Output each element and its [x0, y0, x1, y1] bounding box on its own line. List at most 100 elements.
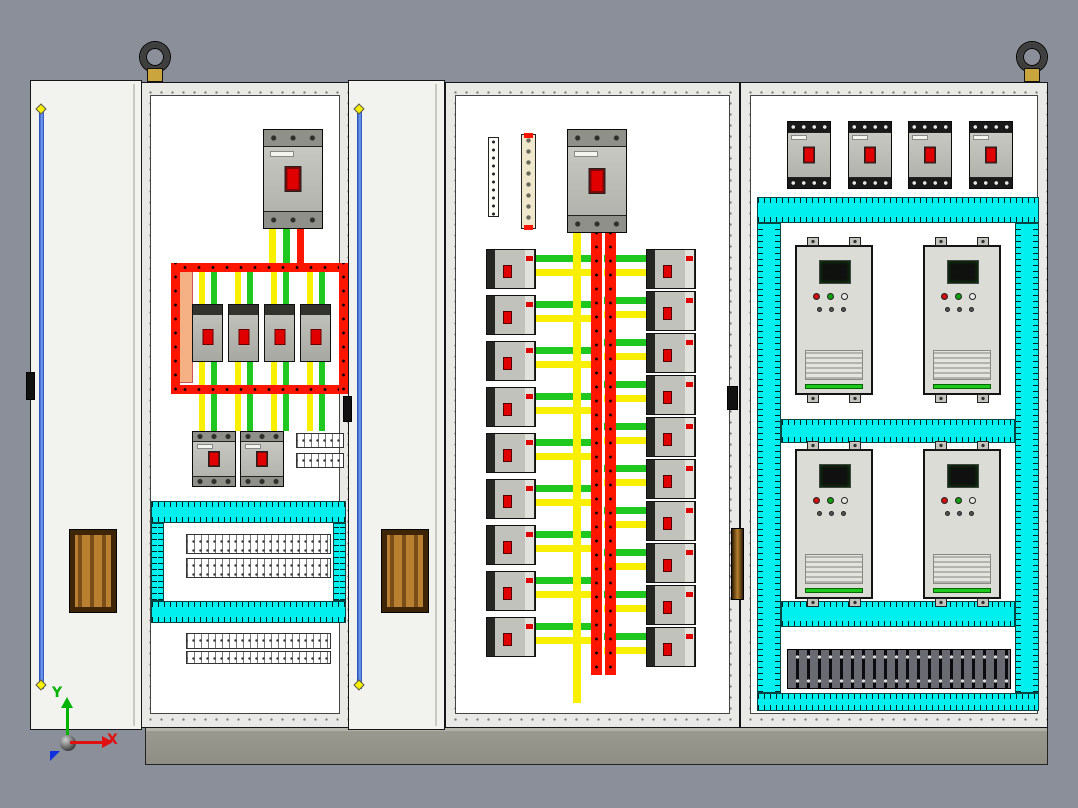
branch-breaker[interactable]: [486, 295, 536, 335]
door-handle[interactable]: [69, 529, 117, 613]
starter-button-green[interactable]: [955, 497, 962, 504]
branch-breaker[interactable]: [486, 571, 536, 611]
starter-led: [841, 307, 846, 312]
branch-breaker[interactable]: [486, 249, 536, 289]
wire-stub: [211, 394, 217, 431]
wire-stub: [319, 272, 325, 304]
cabinet-door-left[interactable]: [30, 80, 142, 730]
branch-breaker[interactable]: [486, 341, 536, 381]
distribution-breaker[interactable]: [969, 121, 1013, 189]
breaker-handle[interactable]: [589, 169, 605, 193]
starter-vents: [805, 554, 863, 584]
branch-breaker[interactable]: [646, 585, 696, 625]
starter-button-red[interactable]: [941, 497, 948, 504]
starter-display: [947, 260, 979, 284]
rod-end-cap: [353, 103, 365, 115]
soft-starter[interactable]: [795, 237, 873, 403]
cabinet-door-middle[interactable]: [348, 80, 445, 730]
branch-breaker[interactable]: [646, 249, 696, 289]
distribution-breaker[interactable]: [848, 121, 892, 189]
soft-starter[interactable]: [923, 441, 1001, 607]
x-axis-label: X: [107, 732, 118, 748]
main-breaker[interactable]: [567, 129, 627, 233]
distribution-breaker[interactable]: [787, 121, 831, 189]
starter-button-green[interactable]: [827, 293, 834, 300]
starter-led: [945, 307, 950, 312]
mini-terminal-strip: [296, 453, 344, 468]
cabinet-section-incoming[interactable]: [140, 82, 350, 728]
branch-bus-green: [536, 255, 602, 262]
starter-button-green[interactable]: [827, 497, 834, 504]
branch-breaker[interactable]: [646, 501, 696, 541]
wire-stub: [211, 362, 217, 385]
branch-breaker[interactable]: [646, 459, 696, 499]
branch-bus-yellow: [604, 395, 646, 402]
terminal-lugs: [970, 177, 1012, 188]
orientation-triad[interactable]: Y X: [40, 685, 135, 775]
cabinet-section-distribution[interactable]: [445, 82, 740, 728]
cabinet-section-starters[interactable]: [740, 82, 1048, 728]
branch-bus-yellow: [536, 591, 602, 598]
breaker-handle[interactable]: [986, 147, 996, 163]
outgoing-breaker[interactable]: [240, 431, 284, 487]
starter-button-white[interactable]: [969, 497, 976, 504]
branch-bus-yellow: [604, 563, 646, 570]
breaker-handle[interactable]: [257, 452, 267, 466]
branch-bus-yellow: [536, 269, 602, 276]
mounting-tab: [807, 394, 819, 403]
starter-button-green[interactable]: [955, 293, 962, 300]
breaker-handle[interactable]: [925, 147, 935, 163]
branch-breaker[interactable]: [486, 525, 536, 565]
branch-bus-yellow: [604, 605, 646, 612]
outgoing-breaker[interactable]: [192, 431, 236, 487]
starter-led: [829, 511, 834, 516]
branch-breaker[interactable]: [486, 617, 536, 657]
branch-breaker[interactable]: [646, 291, 696, 331]
branch-breaker[interactable]: [646, 333, 696, 373]
door-handle[interactable]: [381, 529, 429, 613]
distribution-breaker[interactable]: [908, 121, 952, 189]
breaker-handle[interactable]: [285, 167, 301, 191]
branch-breaker[interactable]: [486, 433, 536, 473]
mounting-tab: [935, 394, 947, 403]
rod-end-cap: [35, 103, 47, 115]
branch-bus-green: [604, 591, 646, 598]
starter-button-red[interactable]: [941, 293, 948, 300]
z-axis-arrowhead: [50, 751, 60, 761]
breaker-handle[interactable]: [865, 147, 875, 163]
wire-stub: [271, 362, 277, 385]
door-handle[interactable]: [731, 528, 744, 600]
breaker-handle[interactable]: [209, 452, 219, 466]
breaker-handle[interactable]: [804, 147, 814, 163]
branch-breaker[interactable]: [486, 479, 536, 519]
starter-button-white[interactable]: [841, 293, 848, 300]
main-breaker[interactable]: [263, 129, 323, 229]
branch-breaker[interactable]: [646, 375, 696, 415]
branch-breaker[interactable]: [486, 387, 536, 427]
feeder-breaker[interactable]: [192, 304, 223, 362]
busbar-red-right: [339, 263, 348, 394]
mounting-tab: [935, 237, 947, 246]
terminal-lugs: [788, 177, 830, 188]
feeder-breaker[interactable]: [300, 304, 331, 362]
soft-starter[interactable]: [923, 237, 1001, 403]
branch-breaker[interactable]: [646, 417, 696, 457]
branch-bus-yellow: [536, 315, 602, 322]
branch-breaker[interactable]: [646, 627, 696, 667]
starter-led: [945, 511, 950, 516]
starter-button-red[interactable]: [813, 293, 820, 300]
wire-stub: [271, 272, 277, 304]
soft-starter[interactable]: [795, 441, 873, 607]
branch-breaker[interactable]: [646, 543, 696, 583]
wire-duct: [151, 523, 164, 601]
wire-stub: [199, 394, 205, 431]
terminal-lugs: [193, 432, 235, 442]
branch-bus-green: [604, 423, 646, 430]
feeder-breaker[interactable]: [264, 304, 295, 362]
starter-button-white[interactable]: [969, 293, 976, 300]
terminal-lugs: [193, 476, 235, 486]
starter-button-white[interactable]: [841, 497, 848, 504]
feeder-breaker[interactable]: [228, 304, 259, 362]
starter-button-red[interactable]: [813, 497, 820, 504]
